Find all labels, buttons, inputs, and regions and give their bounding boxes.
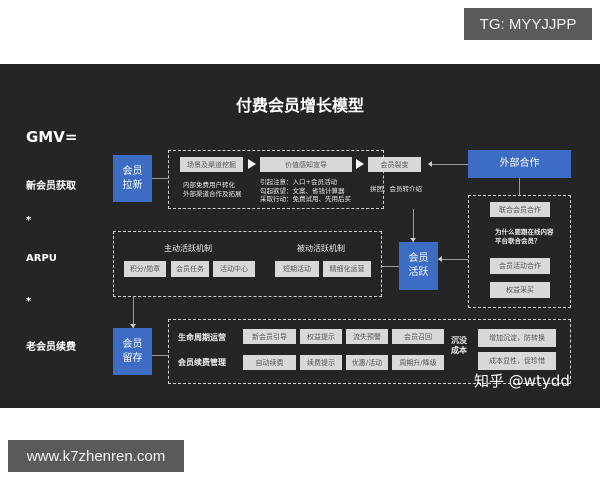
diagram-title: 付费会员增长模型 xyxy=(235,96,364,115)
node-acquisition-line2: 拉新 xyxy=(122,179,143,191)
formula-gmv: GMV= xyxy=(26,128,78,146)
formula-times-2: * xyxy=(26,296,32,307)
chip-refined-operation: 精细化运营 xyxy=(323,261,371,277)
activation-dashed-group xyxy=(113,231,382,297)
node-activation-line2: 活跃 xyxy=(408,267,429,278)
formula-new-member: 新会员获取 xyxy=(26,181,76,192)
step-fission: 会员裂变 xyxy=(368,157,421,172)
arrow-down-icon xyxy=(410,238,416,242)
item-joint-membership: 联合会员合作 xyxy=(490,202,550,217)
node-acquisition: 会员 拉新 xyxy=(113,155,152,202)
row-lifecycle-label: 生命周期运营 xyxy=(178,333,226,342)
sunk-cost-label: 沉没 成本 xyxy=(451,336,467,355)
connector-active-group xyxy=(381,266,399,267)
node-retention-line2: 留存 xyxy=(122,352,143,364)
chip-short-term-activity: 短期活动 xyxy=(275,261,319,277)
formula-renewal: 老会员续费 xyxy=(26,342,76,353)
chip-churn-warning: 流失预警 xyxy=(346,329,388,344)
node-activation: 会员 活跃 xyxy=(399,242,438,290)
watermark-top-right: TG: MYYJJPP xyxy=(464,8,592,40)
item-activity-coop: 会员活动合作 xyxy=(490,258,550,274)
retention-dashed-group xyxy=(168,319,571,384)
node-acquisition-line1: 会员 xyxy=(122,165,143,177)
formula-times-1: * xyxy=(26,215,32,226)
connector-external-down xyxy=(519,178,520,195)
row-renewal-label: 会员续费管理 xyxy=(178,358,226,367)
chip-member-recall: 会员召回 xyxy=(392,329,444,344)
connector-acq-to-active xyxy=(413,209,414,242)
node-retention-line1: 会员 xyxy=(122,338,143,350)
diagram-panel xyxy=(0,64,600,408)
chip-cycle-upgrade: 周期升/降级 xyxy=(392,355,444,370)
passive-mechanism-title: 被动活跃机制 xyxy=(297,244,345,253)
connector-acq xyxy=(152,178,168,179)
active-mechanism-title: 主动活跃机制 xyxy=(164,244,212,253)
chip-sunk-retain: 增加沉淀，防转换 xyxy=(478,329,556,347)
chip-sunk-cherish: 成本显性，促珍惜 xyxy=(478,352,556,370)
connector-active-to-retain xyxy=(133,297,134,328)
zhihu-watermark: 知乎 @wtydd xyxy=(474,372,570,390)
watermark-bottom-left: www.k7zhenren.com xyxy=(8,440,184,472)
node-external: 外部合作 xyxy=(468,150,571,178)
chip-rights-reminder: 权益提示 xyxy=(300,329,342,344)
note-step2: 引起注意：入口+会员活动 勾起欲望：文案、省钱计算器 采取行动：免费试用、先用后… xyxy=(260,178,351,203)
connector-external-left xyxy=(430,164,468,165)
arrow-left-icon xyxy=(438,256,442,262)
chip-points-badge: 积分/勋章 xyxy=(124,261,166,277)
arrow-right-icon xyxy=(356,159,364,169)
arrow-down-icon xyxy=(130,324,136,328)
step-value-perception: 价值感知宣导 xyxy=(260,157,352,172)
external-question: 为什么要跟在线内容 平台联合会员？ xyxy=(495,228,554,245)
chip-renew-reminder: 续费提示 xyxy=(300,355,342,370)
note-step1: 内部免费用户转化 外部渠道合作及拓展 xyxy=(183,181,242,198)
node-retention: 会员 留存 xyxy=(113,328,152,375)
external-dashed-group xyxy=(468,195,571,308)
chip-new-member-guide: 新会员引导 xyxy=(243,329,296,344)
chip-member-task: 会员任务 xyxy=(171,261,209,277)
chip-auto-renew: 自动续费 xyxy=(243,355,296,370)
chip-activity-center: 活动中心 xyxy=(213,261,255,277)
acquisition-dashed-group xyxy=(168,150,384,209)
arrow-left-icon xyxy=(428,161,432,167)
step-scene-channel: 场景及渠道挖掘 xyxy=(180,157,243,172)
note-step3: 拼团、会员转介绍 xyxy=(370,185,422,193)
formula-arpu: ARPU xyxy=(26,253,57,264)
chip-discount-activity: 优惠/活动 xyxy=(346,355,388,370)
arrow-right-icon xyxy=(248,159,256,169)
node-activation-line1: 会员 xyxy=(408,253,429,264)
connector-retain xyxy=(152,355,168,356)
connector-external-to-active xyxy=(438,259,468,260)
item-rights-purchase: 权益采买 xyxy=(490,282,550,298)
